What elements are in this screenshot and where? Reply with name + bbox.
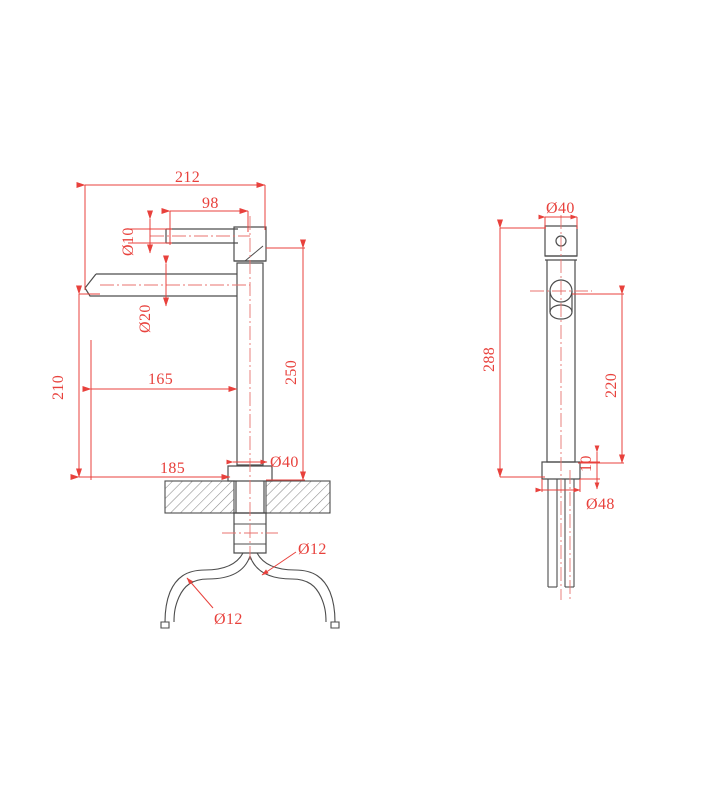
flexible-hose-right xyxy=(249,552,340,629)
front-view-centerlines xyxy=(100,216,278,560)
dim-label-upper-spout-diameter: Ø10 xyxy=(120,227,137,256)
dim-spout-projection xyxy=(82,340,238,480)
front-view-dimensions xyxy=(70,182,306,609)
dim-flange-thickness xyxy=(580,445,600,490)
dim-side-body-diameter xyxy=(538,214,578,229)
dim-overall-width xyxy=(76,182,266,290)
dim-label-base-diameter: Ø40 xyxy=(270,454,299,471)
dim-label-upper-spout-length: 98 xyxy=(202,195,219,212)
dim-label-flange-thickness: 10 xyxy=(578,455,595,472)
dim-upper-spout-diameter xyxy=(128,210,172,254)
dim-label-hose-diameter-left: Ø12 xyxy=(214,611,243,628)
dim-label-column-height: 220 xyxy=(603,373,620,398)
dim-label-side-body-diameter: Ø40 xyxy=(546,200,575,217)
upper-spout-outline xyxy=(165,228,238,244)
side-view-dimension-labels: Ø40 288 220 10 Ø48 xyxy=(481,200,620,513)
dim-label-spout-height: 210 xyxy=(50,375,67,400)
dim-label-body-height: 250 xyxy=(283,360,300,385)
leader-hose-left xyxy=(186,577,214,609)
dim-label-overall-width: 212 xyxy=(175,169,200,186)
side-view-centerlines xyxy=(530,215,592,600)
dim-spout-height xyxy=(76,285,100,478)
front-view-dimension-labels: 212 98 Ø10 Ø20 165 185 210 250 Ø40 Ø12 Ø… xyxy=(50,169,327,628)
side-tubes-outline xyxy=(547,479,575,588)
dim-upper-spout-length xyxy=(161,208,249,245)
dim-label-flange-diameter: Ø48 xyxy=(586,496,615,513)
dim-label-total-height: 288 xyxy=(481,347,498,372)
dim-flange-diameter xyxy=(535,479,581,493)
counter-section-hatch xyxy=(164,480,331,514)
front-view-geometry xyxy=(84,226,340,629)
dim-label-hose-diameter-right: Ø12 xyxy=(298,541,327,558)
dim-column-height xyxy=(572,285,625,464)
dim-total-height xyxy=(497,219,546,478)
dim-label-base-offset: 185 xyxy=(160,460,185,477)
dim-label-lower-spout-diameter: Ø20 xyxy=(137,304,154,333)
dim-body-height xyxy=(266,239,306,481)
dim-label-spout-projection: 165 xyxy=(148,371,173,388)
side-view-dimensions xyxy=(497,214,625,493)
leader-hose-right xyxy=(261,551,297,576)
